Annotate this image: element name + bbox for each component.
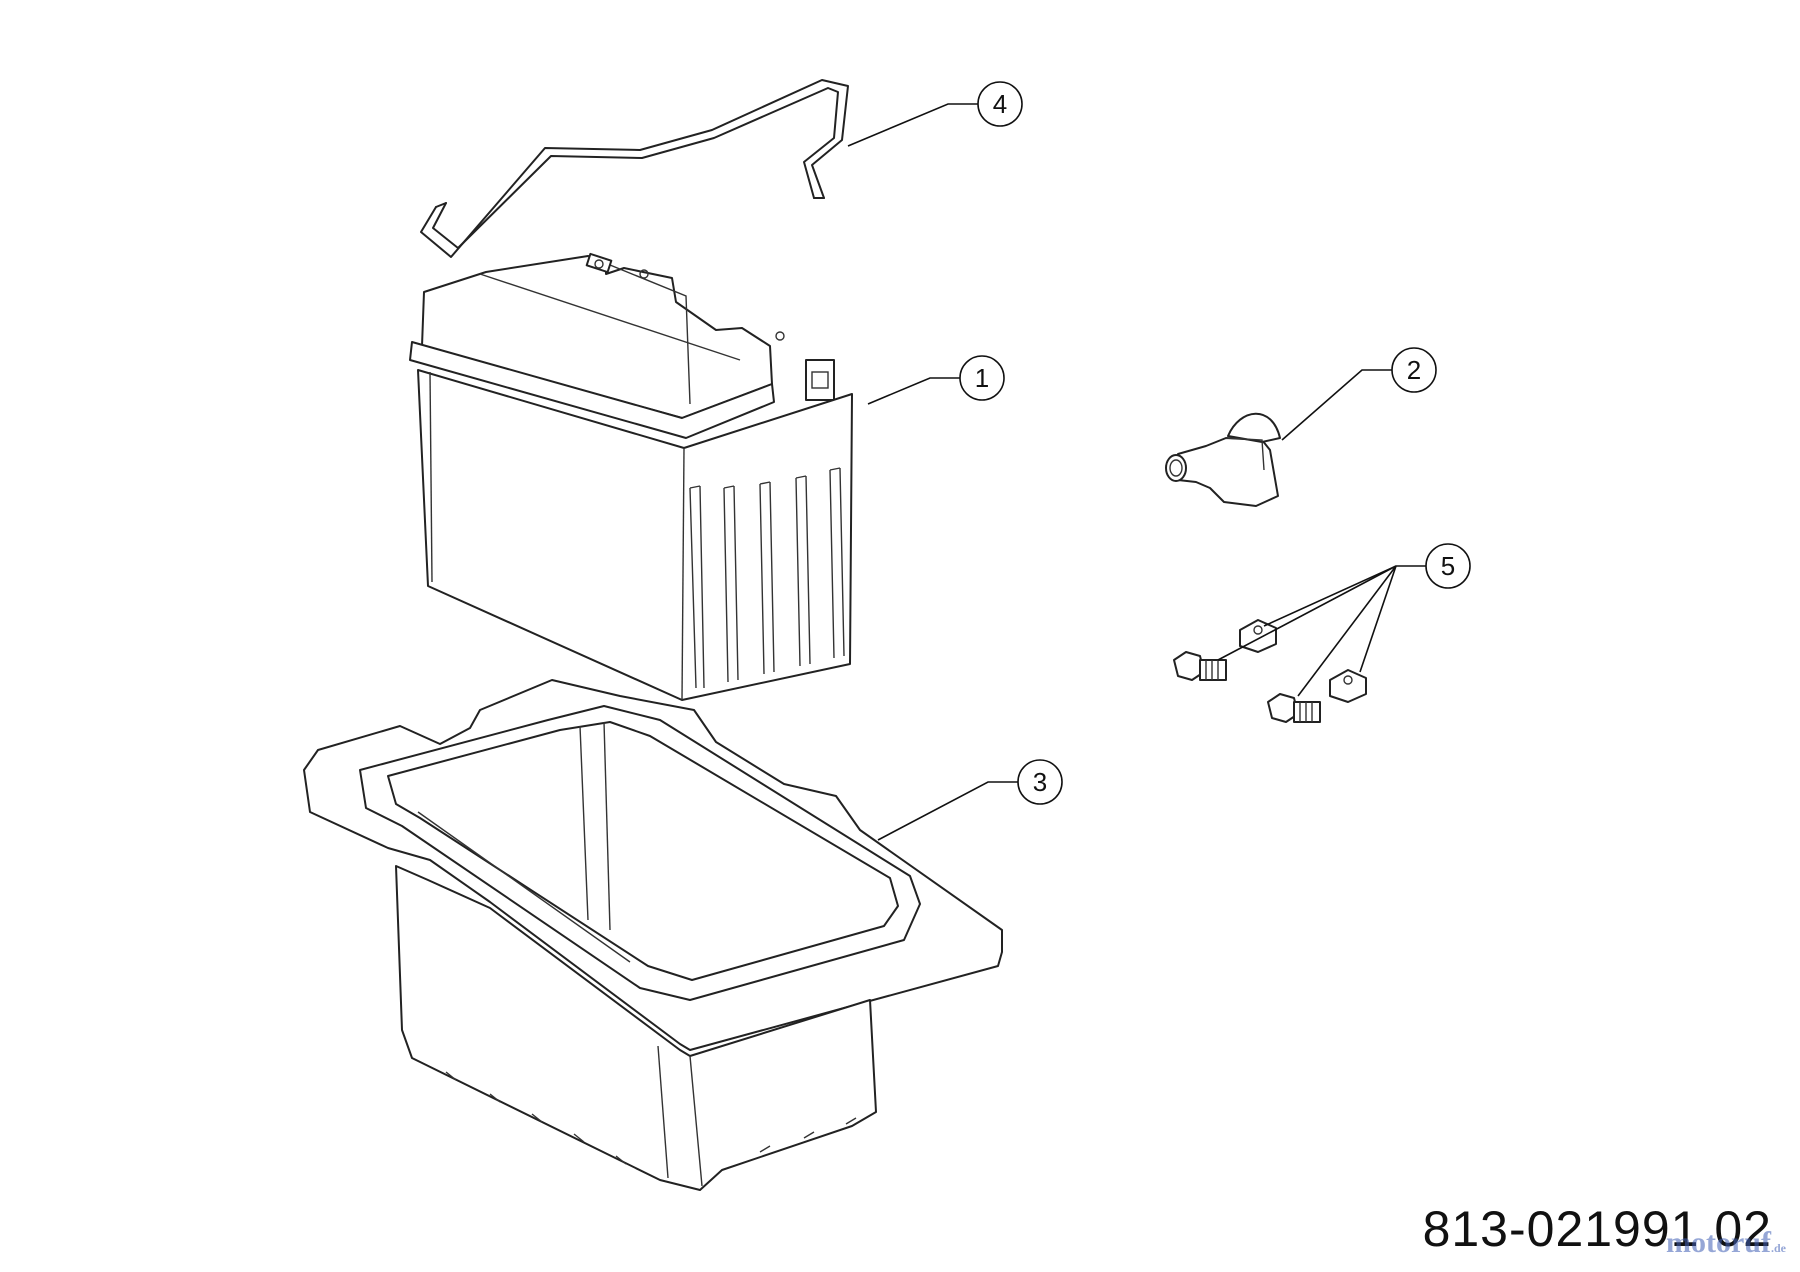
watermark-logo: motoruf.de — [1666, 1226, 1786, 1260]
callout-4: 4 — [977, 81, 1023, 127]
svg-text:1: 1 — [975, 363, 989, 393]
watermark-text: motoruf — [1666, 1226, 1771, 1259]
bolts-and-nuts — [1173, 619, 1367, 723]
callout-3: 3 — [1017, 759, 1063, 805]
battery — [409, 252, 853, 701]
battery-tray — [303, 679, 1003, 1191]
svg-text:4: 4 — [993, 89, 1007, 119]
callout-2: 2 — [1391, 347, 1437, 393]
svg-text:5: 5 — [1441, 551, 1455, 581]
callout-5: 5 — [1425, 543, 1471, 589]
drawing-number: 813-021991 02 — [1422, 1201, 1772, 1257]
callout-1: 1 — [959, 355, 1005, 401]
vent-hose — [420, 79, 849, 258]
watermark-suffix: .de — [1771, 1241, 1786, 1255]
leader-lines — [847, 103, 1426, 841]
terminal-cover — [1165, 412, 1281, 507]
svg-text:3: 3 — [1033, 767, 1047, 797]
svg-text:2: 2 — [1407, 355, 1421, 385]
